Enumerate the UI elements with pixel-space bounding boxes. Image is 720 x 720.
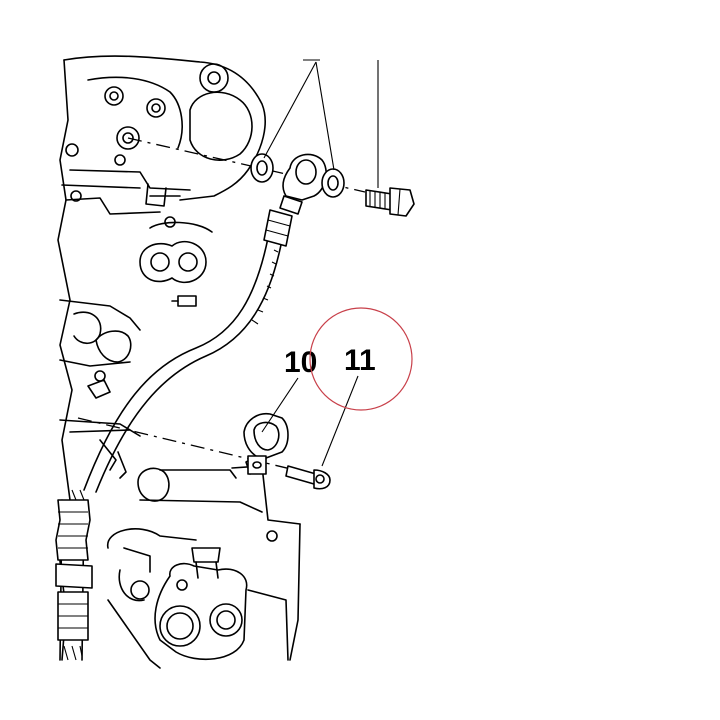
banjo-bolt <box>365 187 415 217</box>
banjo-union <box>279 153 327 215</box>
callout-10: 10 <box>261 346 317 433</box>
clip-bolt <box>285 465 331 490</box>
washer-left <box>250 153 274 183</box>
oil-pipe <box>55 209 293 661</box>
callout-11: 11 <box>321 344 376 467</box>
washer-right <box>321 168 345 198</box>
engine-block-drawing <box>57 55 301 669</box>
callout-label-11: 11 <box>344 344 376 377</box>
pipe-clip <box>243 412 289 475</box>
banjo-union-assembly <box>250 59 415 217</box>
highlight-circle <box>309 307 413 411</box>
